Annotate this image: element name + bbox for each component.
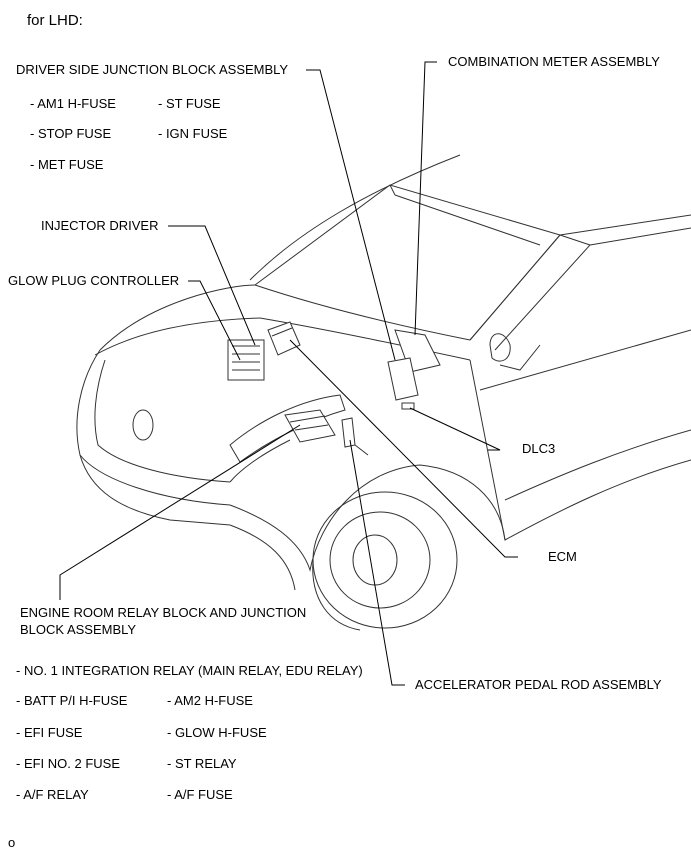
accelerator-pedal-shape [341, 417, 369, 456]
glow-fuse-item: - GLOW H-FUSE [167, 725, 267, 740]
efi-fuse-item: - EFI FUSE [16, 725, 83, 740]
dlc3-label: DLC3 [522, 441, 556, 456]
accelerator-pedal-label: ACCELERATOR PEDAL ROD ASSEMBLY [415, 677, 662, 692]
vehicle-front [76, 349, 231, 506]
vehicle-fender [229, 464, 506, 572]
vehicle-roof-rear [559, 214, 691, 236]
vehicle-roof-outline [249, 154, 461, 281]
driver-jb-shape [387, 357, 419, 401]
st-relay-item: - ST RELAY [167, 756, 237, 771]
driver-jb-label: DRIVER SIDE JUNCTION BLOCK ASSEMBLY [16, 62, 289, 77]
injector-driver-shape [267, 321, 301, 356]
leader-driver-jb [306, 69, 396, 361]
vehicle-hood [99, 284, 471, 351]
vehicle-side [469, 359, 691, 541]
injector-driver-label: INJECTOR DRIVER [41, 218, 159, 233]
vehicle-mirror [489, 333, 511, 362]
fuse-st: - ST FUSE [158, 96, 221, 111]
fuse-am1: - AM1 H-FUSE [30, 96, 116, 111]
leader-dlc3 [409, 407, 501, 451]
vehicle-a-pillar [469, 234, 591, 351]
vehicle-windshield [254, 184, 561, 341]
af-relay-item: - A/F RELAY [16, 787, 89, 802]
am2-fuse-item: - AM2 H-FUSE [167, 693, 253, 708]
fuse-stop: - STOP FUSE [30, 126, 112, 141]
efi2-fuse-item: - EFI NO. 2 FUSE [16, 756, 121, 771]
combination-meter-label: COMBINATION METER ASSEMBLY [448, 54, 660, 69]
leader-combination-meter [414, 61, 437, 336]
engine-room-relay-block-shape [284, 409, 336, 443]
af-fuse-item: - A/F FUSE [167, 787, 233, 802]
figure-code: o [8, 835, 16, 850]
integration-relay-item: - NO. 1 INTEGRATION RELAY (MAIN RELAY, E… [16, 663, 363, 678]
leader-glow-plug [188, 280, 241, 361]
batt-fuse-item: - BATT P/I H-FUSE [16, 693, 128, 708]
leader-ecm [289, 339, 518, 558]
vehicle-headlight [229, 394, 346, 463]
engine-room-relay-label-2: BLOCK ASSEMBLY [20, 622, 137, 637]
fuse-ign: - IGN FUSE [158, 126, 228, 141]
ecm-label: ECM [548, 549, 577, 564]
glow-plug-controller-shape [227, 339, 265, 381]
leader-accelerator [349, 439, 405, 686]
leader-engine-room [59, 424, 301, 600]
leader-injector-driver [168, 225, 256, 346]
engine-room-relay-label-1: ENGINE ROOM RELAY BLOCK AND JUNCTION [20, 605, 307, 620]
fuse-met: - MET FUSE [30, 157, 104, 172]
vehicle-emblem [132, 409, 154, 441]
glow-plug-controller-label: GLOW PLUG CONTROLLER [8, 273, 180, 288]
page-title: for LHD: [27, 12, 83, 29]
dlc3-shape [401, 402, 415, 410]
